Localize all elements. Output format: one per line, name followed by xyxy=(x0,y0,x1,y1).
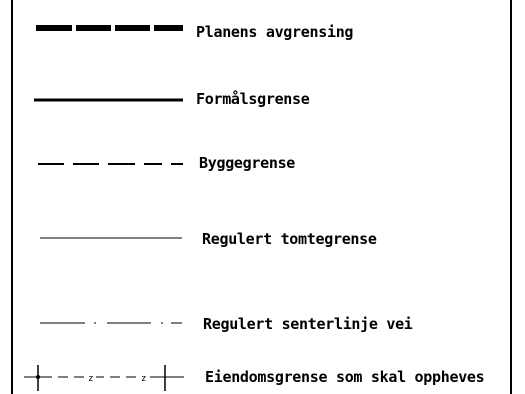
legend-row-regulert-tomtegrense: Regulert tomtegrense xyxy=(0,228,525,252)
svg-text:z: z xyxy=(141,374,146,384)
regulert-senterlinje-vei-symbol xyxy=(40,322,182,324)
legend-frame-right xyxy=(510,0,512,394)
regulert-senterlinje-vei-label: Regulert senterlinje vei xyxy=(203,315,413,333)
legend-row-regulert-senterlinje-vei: Regulert senterlinje vei xyxy=(0,312,525,336)
formalsgrense-label: Formålsgrense xyxy=(196,90,310,108)
cross-dashed-z-line-icon: z z xyxy=(24,365,184,391)
thick-dashed-line-icon xyxy=(36,25,183,31)
regulert-tomtegrense-symbol xyxy=(40,237,182,239)
planens-avgrensing-label: Planens avgrensing xyxy=(196,23,354,41)
regulert-tomtegrense-label: Regulert tomtegrense xyxy=(202,230,377,248)
legend-row-planens-avgrensing: Planens avgrensing xyxy=(0,20,525,46)
byggegrense-label: Byggegrense xyxy=(199,154,296,172)
eiendomsgrense-som-skal-oppheves-label: Eiendomsgrense som skal oppheves xyxy=(205,368,485,386)
legend-frame-left xyxy=(11,0,13,394)
svg-text:z: z xyxy=(88,374,93,384)
planens-avgrensing-symbol xyxy=(36,25,183,31)
byggegrense-symbol xyxy=(38,163,183,165)
legend-row-byggegrense: Byggegrense xyxy=(0,152,525,176)
formalsgrense-symbol xyxy=(34,98,183,102)
eiendomsgrense-som-skal-oppheves-symbol: z z xyxy=(24,365,184,391)
legend-row-eiendomsgrense-som-skal-oppheves: z z Eiendomsgrense som skal oppheves xyxy=(0,360,525,394)
legend-row-formalsgrense: Formålsgrense xyxy=(0,90,525,114)
